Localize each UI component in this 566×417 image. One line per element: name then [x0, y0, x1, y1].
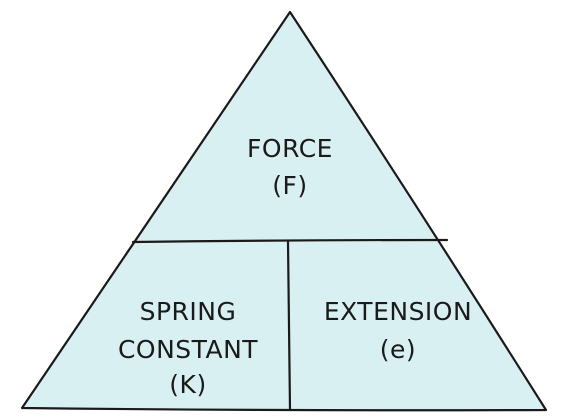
vertical-divider — [286, 240, 292, 412]
extension-label: EXTENSION — [324, 297, 472, 326]
triangle-outline — [20, 10, 548, 412]
spring-constant-symbol: (K) — [169, 370, 206, 399]
triangle-fill — [22, 12, 546, 410]
force-symbol: (F) — [272, 171, 307, 200]
horizontal-divider — [131, 238, 449, 244]
spring-label: SPRING — [140, 297, 237, 326]
force-label: FORCE — [247, 134, 333, 163]
extension-symbol: (e) — [380, 335, 416, 364]
constant-label: CONSTANT — [118, 335, 258, 364]
